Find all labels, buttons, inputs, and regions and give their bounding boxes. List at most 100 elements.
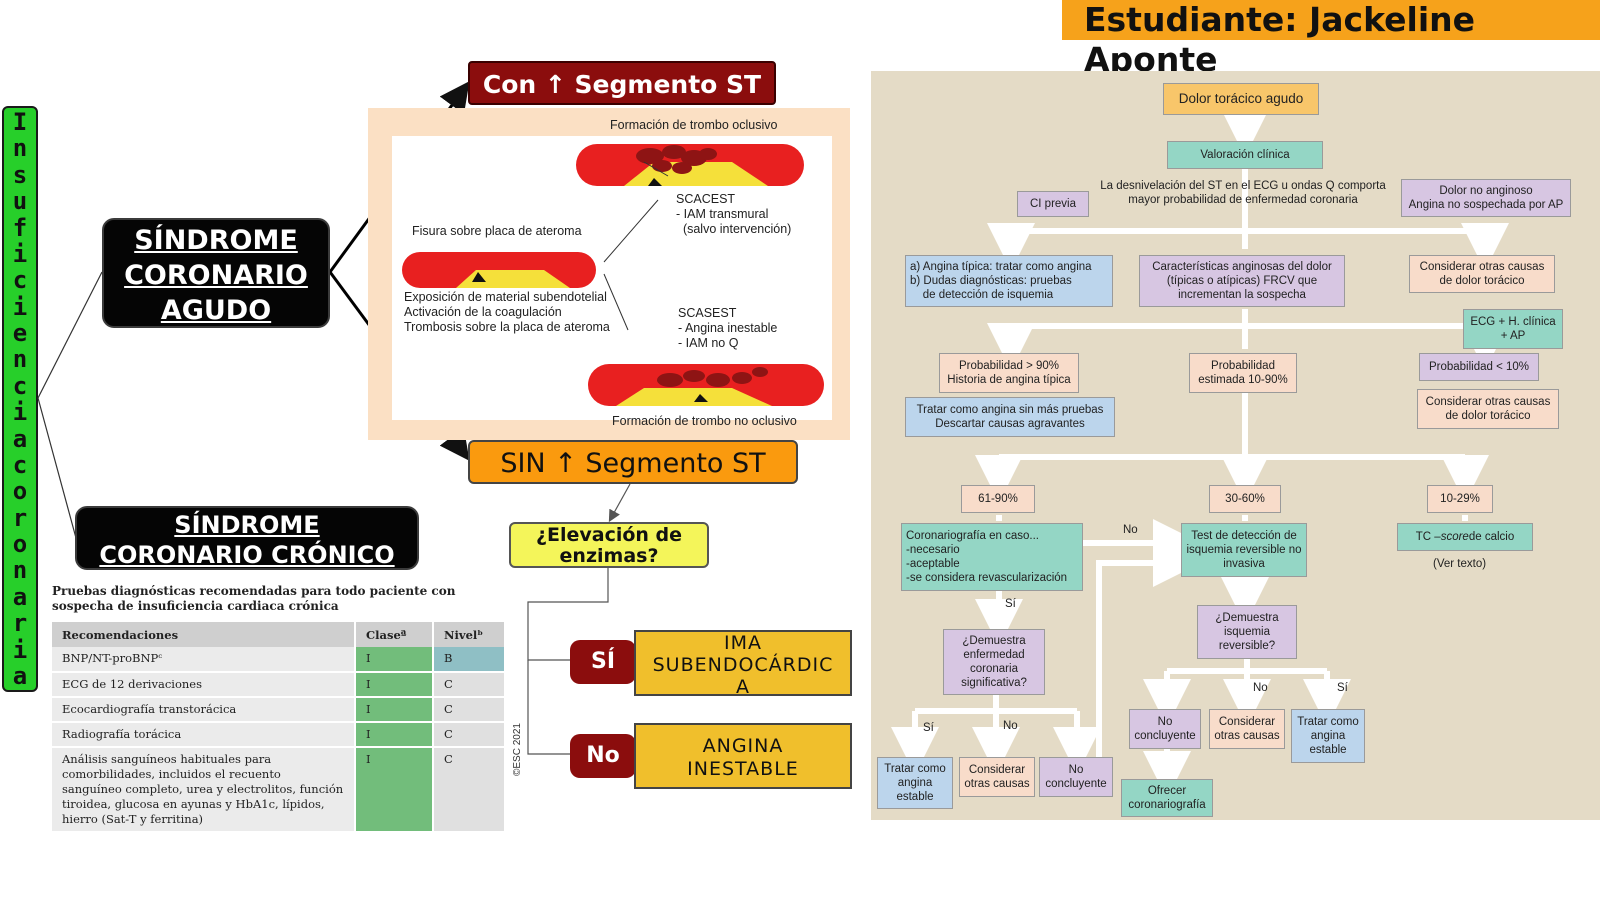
vertical-title-letter: o [12,530,28,558]
thrombus-figure-panel: Formación de trombo oclusivo Fisura sobr… [392,118,832,428]
caracteristicas-anginosas: Características anginosas del dolor (típ… [1139,255,1345,307]
vertical-title-letter: a [12,582,28,611]
tc-score-calcio: TC – score de calcio [1397,523,1533,551]
caption-scasest: SCASEST - Angina inestable - IAM no Q [678,306,778,350]
vertical-title-letter: f [12,213,28,242]
table-cell: C [433,672,506,698]
label-no-2: No [1253,682,1268,694]
table-cell: C [433,722,506,748]
probabilidad-90: Probabilidad > 90% Historia de angina tí… [939,353,1079,393]
caption-exposicion: Exposición de material subendotelial Act… [404,290,610,334]
vertical-title-letter: r [12,609,28,638]
col-header: Claseª [355,622,434,647]
line-to-si [527,568,609,661]
demuestra-enfermedad: ¿Demuestra enfermedad coronaria signific… [943,629,1045,695]
label-no-3: No [1003,720,1018,732]
table-caption: Pruebas diagnósticas recomendadas para t… [52,584,456,613]
vertical-title-letter: i [12,398,28,427]
prob-61-90: 61-90% [961,485,1035,513]
label-si-1: Sí [1005,598,1016,610]
table-cell: Radiografía torácica [52,722,356,748]
caption-fisura: Fisura sobre placa de ateroma [412,224,582,238]
vertical-title-letter: s [12,160,28,189]
demuestra-isquemia: ¿Demuestra isquemia reversible? [1197,605,1297,659]
table-cell: I [355,722,434,748]
vertical-title-letter: i [12,292,28,321]
considerar-otras-causas-1: Considerar otras causas de dolor torácic… [1409,255,1555,293]
arrow-to-enzimas [608,483,631,523]
table-cell: Análisis sanguíneos habituales para como… [52,747,356,833]
vertical-title-letter: c [12,371,28,400]
caption-trombo-no-oclusivo: Formación de trombo no oclusivo [612,414,797,428]
coronariografia-caso: Coronariografía en caso... -necesario -a… [901,523,1083,591]
vertical-title-letter: i [12,635,28,664]
vertical-title-letter: u [12,187,28,216]
table-cell: C [433,747,506,833]
label-no-1: No [1123,524,1138,536]
vertical-title-letter: e [12,319,28,347]
vertical-title-letter: n [12,345,28,374]
flowchart-arrows [891,109,1509,799]
tratar-angina-estable-2: Tratar como angina estable [877,757,953,809]
table-cell: BNP/NT-proBNPᶜ [52,647,356,673]
caption-trombo-oclusivo: Formación de trombo oclusivo [610,118,778,132]
table-row: BNP/NT-proBNPᶜ I B [52,647,506,673]
si-label: SÍ [570,640,636,684]
prob-10-29: 10-29% [1427,485,1493,513]
vertical-title-letter: r [12,503,28,532]
tratar-como-angina: Tratar como angina sin más pruebas Desca… [905,397,1115,437]
table-cell: I [355,672,434,698]
esc-source: ©ESC 2021 [512,723,523,776]
sin-segmento-st: SIN ↑ Segmento ST [468,440,798,484]
considerar-otras-causas-2: Considerar otras causas de dolor torácic… [1417,389,1559,429]
dolor-toracico: Dolor torácico agudo [1163,83,1319,115]
considerar-otras-causas-3: Considerar otras causas [1209,709,1285,749]
vertical-title-letter: I [12,108,28,136]
no-label: No [570,734,636,778]
line-to-sca [37,271,103,399]
desnivelacion-note: La desnivelación del ST en el ECG u onda… [1100,180,1386,206]
vertical-title-letter: o [12,477,28,506]
line-to-scc [37,397,77,539]
probabilidad-10-90: Probabilidad estimada 10-90% [1189,353,1297,393]
student-banner: Estudiante: Jackeline Aponte [1062,0,1600,79]
line-to-no [527,660,570,755]
vertical-title-letter: i [12,239,28,268]
label-si-3: Sí [923,722,934,734]
ci-previa: CI previa [1017,191,1089,217]
tratar-angina-estable-1: Tratar como angina estable [1291,709,1365,763]
probabilidad-10: Probabilidad < 10% [1419,353,1539,381]
caption-scacest: SCACEST - IAM transmural (salvo interven… [676,192,792,236]
vertical-title-letter: a [12,661,28,690]
prob-30-60: 30-60% [1209,485,1281,513]
vertical-title-letter: c [12,450,28,479]
ver-texto: (Ver texto) [1433,558,1487,570]
col-header: Nivelᵇ [433,622,506,647]
vertical-title-letter: c [12,266,28,295]
dolor-no-anginoso: Dolor no anginoso Angina no sospechada p… [1401,179,1571,217]
considerar-otras-causas-4: Considerar otras causas [959,757,1035,797]
table-cell: B [433,647,506,673]
thrombus-figure: Formación de trombo oclusivo Fisura sobr… [368,108,850,440]
table-header-row: Recomendaciones Claseª Nivelᵇ [52,622,506,647]
table-cell: Ecocardiografía transtorácica [52,697,356,723]
table-row: Ecocardiografía transtorácica I C [52,697,506,723]
recommendations-table: Recomendaciones Claseª Nivelᵇ BNP/NT-pro… [52,622,506,833]
flowchart-panel: Dolor torácico agudo Valoración clínica … [871,71,1600,820]
vertical-title-letter: a [12,424,28,453]
vertical-title-letter: n [12,556,28,585]
table-row: ECG de 12 derivaciones I C [52,672,506,698]
con-segmento-st: Con ↑ Segmento ST [468,61,776,105]
ofrecer-coronariografia: Ofrecer coronariografía [1121,779,1213,817]
vertical-title-letter: n [12,134,28,163]
table-cell: C [433,697,506,723]
label-si-2: Sí [1337,682,1348,694]
col-header: Recomendaciones [52,622,356,647]
table-cell: ECG de 12 derivaciones [52,672,356,698]
